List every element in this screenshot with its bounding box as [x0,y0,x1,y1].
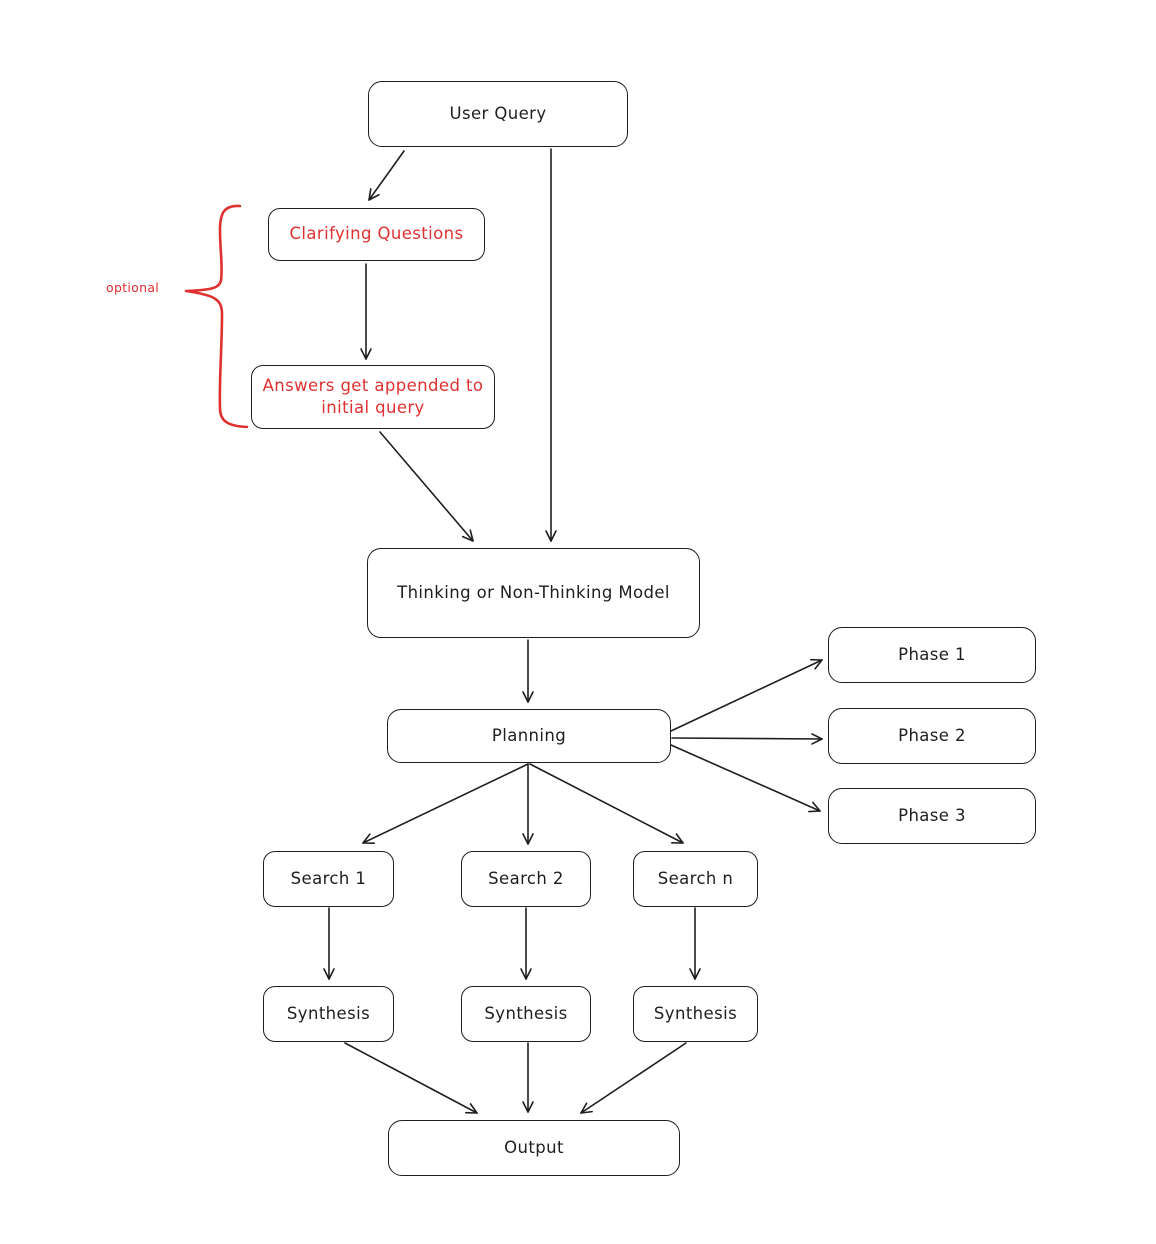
edge-synthesis-3-to-output [580,1042,687,1114]
node-synthesis-2: Synthesis [461,986,591,1042]
node-phase-3: Phase 3 [828,788,1036,844]
optional-label: optional [106,280,160,295]
node-clarifying-questions: Clarifying Questions [268,208,485,261]
node-label: Phase 3 [898,805,966,825]
edge-planning-to-phase-1 [670,658,823,732]
edge-planning-to-search-1 [362,763,529,844]
node-label: Answers get appended to initial query [262,375,484,417]
edge-planning-to-phase-3 [670,744,821,813]
node-model: Thinking or Non-Thinking Model [367,548,700,638]
node-output: Output [388,1120,680,1176]
node-label: Planning [491,725,567,745]
node-label: Search n [657,868,734,888]
node-label: Synthesis [653,1003,738,1023]
node-phase-1: Phase 1 [828,627,1036,683]
node-search-n: Search n [633,851,758,907]
node-user-query: User Query [368,81,628,147]
node-synthesis-1: Synthesis [263,986,394,1042]
node-label: Output [504,1137,564,1157]
node-label: Clarifying Questions [289,224,464,244]
optional-brace [184,204,249,429]
edge-synthesis-1-to-output [344,1042,478,1114]
node-label: Phase 2 [898,725,966,745]
edge-user-query-to-clarifying-questions [368,150,405,201]
node-label: Search 1 [290,868,367,888]
node-answers-appended: Answers get appended to initial query [251,365,495,429]
node-label: Search 2 [488,868,564,888]
node-label: Synthesis [484,1003,568,1023]
node-search-2: Search 2 [461,851,591,907]
node-label: User Query [449,103,547,123]
node-planning: Planning [387,709,671,763]
node-label: Synthesis [286,1003,371,1023]
node-label: Thinking or Non-Thinking Model [397,582,670,602]
edge-planning-to-phase-2 [671,733,823,745]
node-search-1: Search 1 [263,851,394,907]
edge-answers-appended-to-model [379,431,474,542]
node-synthesis-3: Synthesis [633,986,758,1042]
node-label: Phase 1 [898,644,966,664]
node-phase-2: Phase 2 [828,708,1036,764]
edge-planning-to-search-n [529,763,684,844]
